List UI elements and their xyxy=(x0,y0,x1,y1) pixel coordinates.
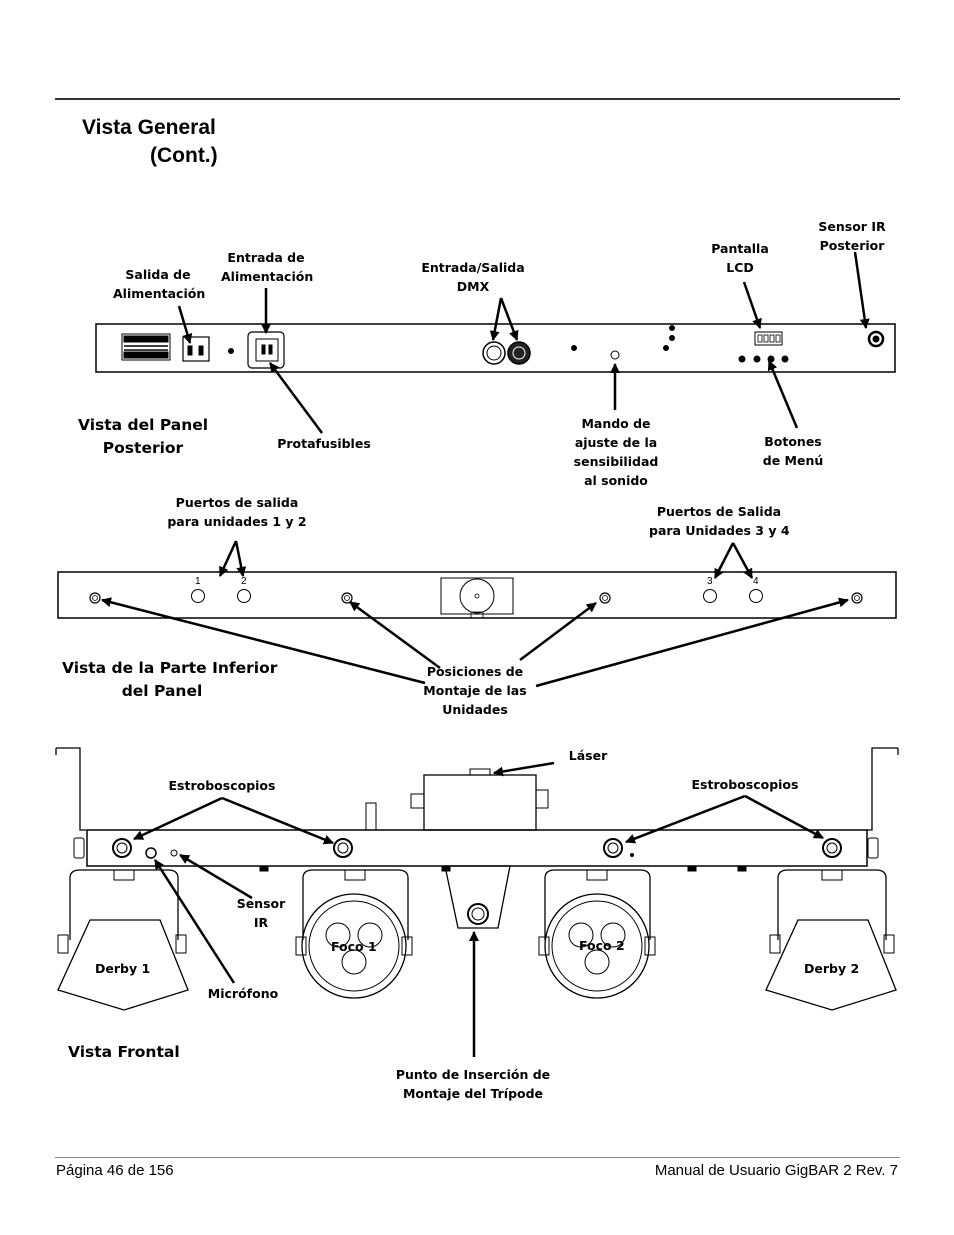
label-laser: Láser xyxy=(568,748,608,763)
footer-page-number: Página 46 de 156 xyxy=(56,1162,174,1179)
rear-panel-arrows xyxy=(177,251,870,434)
bottom-panel-arrows xyxy=(101,540,849,688)
fixture-spot-2: Foco 2 xyxy=(579,938,625,953)
front-view-label: Vista Frontal xyxy=(68,1043,180,1061)
header-rule xyxy=(55,98,900,100)
fixture-spot-1: Foco 1 xyxy=(331,939,377,954)
footer-rule xyxy=(55,1157,900,1158)
port-number-4: 4 xyxy=(753,576,759,587)
front-view-drawing xyxy=(55,747,899,1011)
port-number-2: 2 xyxy=(241,576,247,587)
page-title-line2: (Cont.) xyxy=(150,144,218,167)
fixture-derby-2: Derby 2 xyxy=(804,961,860,976)
page-title-line1: Vista General xyxy=(82,116,216,139)
port-number-1: 1 xyxy=(195,576,201,587)
footer-manual-title: Manual de Usuario GigBAR 2 Rev. 7 xyxy=(654,1162,898,1179)
label-strobes-left: Estroboscopios xyxy=(168,778,276,793)
port-number-3: 3 xyxy=(707,576,713,587)
front-view-arrows xyxy=(133,761,824,1057)
fixture-derby-1: Derby 1 xyxy=(95,961,151,976)
label-fuse: Protafusibles xyxy=(277,436,371,451)
label-strobes-right: Estroboscopios xyxy=(691,777,799,792)
label-microphone: Micrófono xyxy=(207,986,279,1001)
bottom-panel xyxy=(57,571,897,619)
